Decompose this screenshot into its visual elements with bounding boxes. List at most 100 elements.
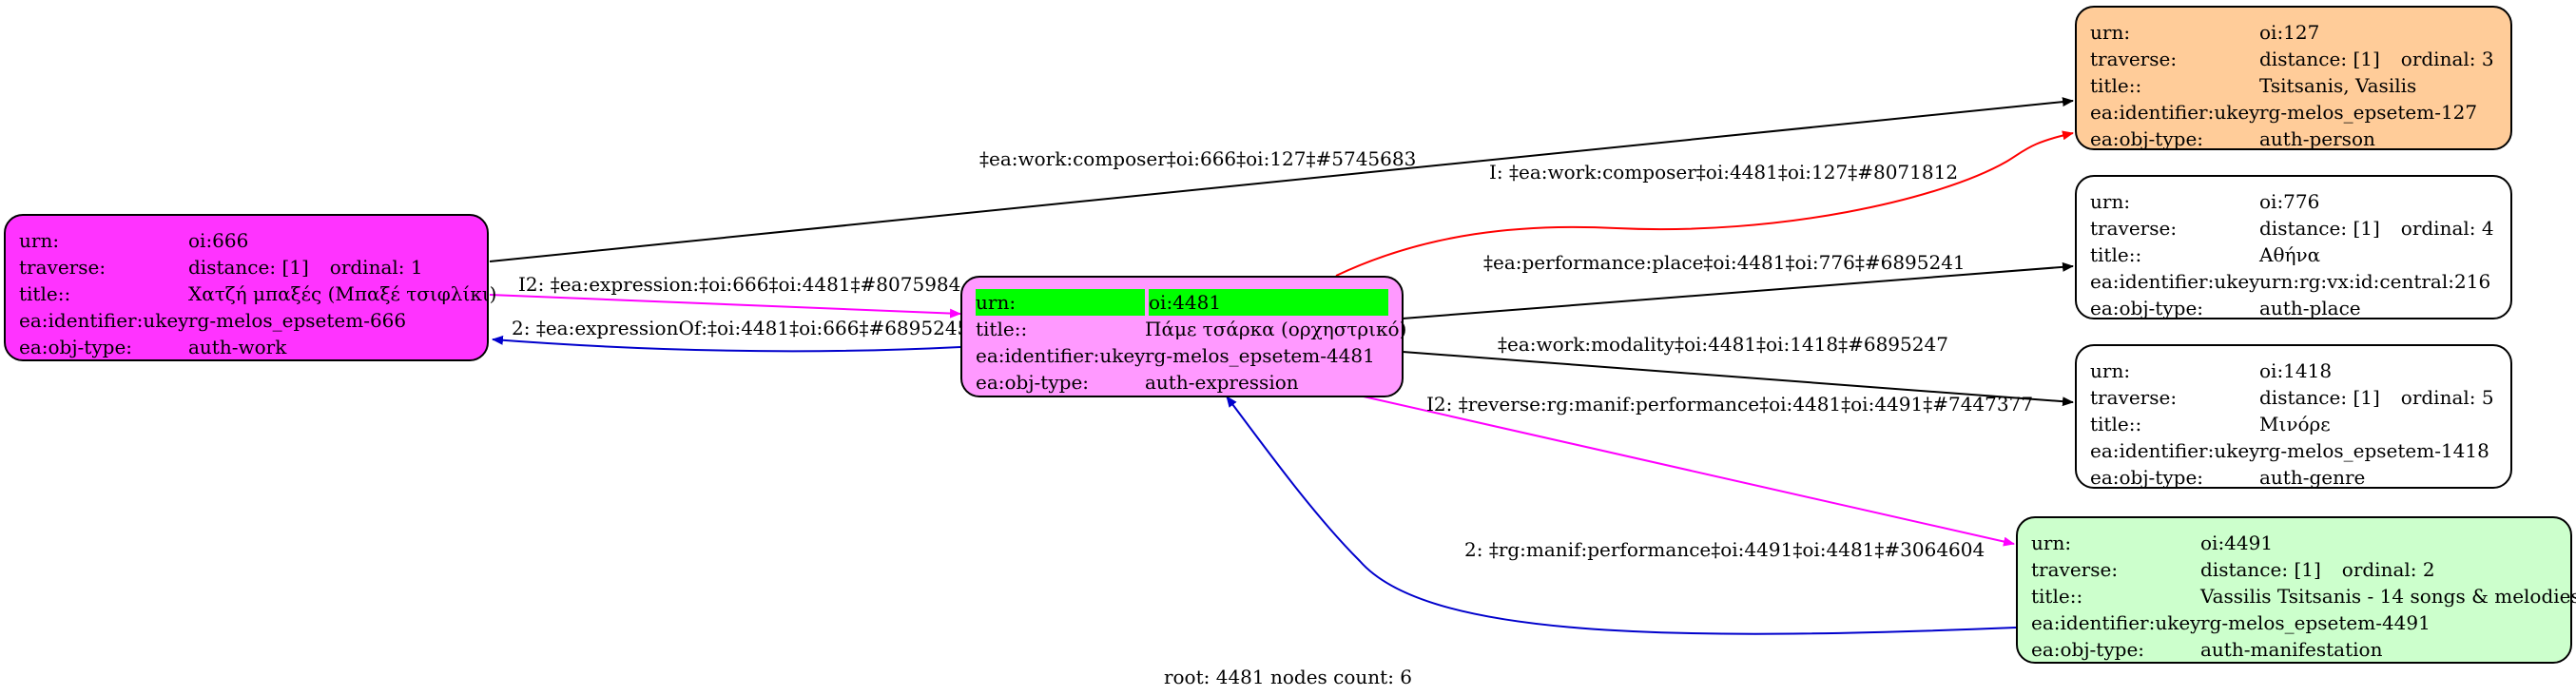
- distance-value: distance: [1]: [188, 256, 309, 279]
- edge-work-composer-4481: [1335, 130, 2074, 277]
- node-person-127[interactable]: urn:oi:127 traverse:distance: [1]ordinal…: [2075, 6, 2512, 150]
- ordinal-value: ordinal: 5: [2400, 386, 2494, 409]
- row-key: traverse:: [2090, 386, 2178, 409]
- edge-work-composer-666: [489, 97, 2074, 262]
- row-value: Tsitsanis, Vasilis: [2259, 74, 2417, 97]
- row-value: auth-expression: [1145, 371, 1299, 394]
- node-row-obj-type: ea:obj-type: auth-work: [19, 334, 474, 360]
- edge-label-expression-of: 2: ‡ea:expressionOf:‡oi:4481‡oi:666‡#689…: [512, 317, 969, 339]
- ordinal-value: ordinal: 4: [2400, 217, 2494, 240]
- row-key: ea:identifier:ukey: [19, 309, 189, 332]
- row-key: traverse:: [2090, 217, 2178, 240]
- node-manifestation-4491[interactable]: urn:oi:4491 traverse: distance: [1] ordina…: [2016, 516, 2576, 664]
- row-key: traverse:: [19, 256, 107, 279]
- row-value: distance: [1] ordinal: 4: [2259, 215, 2497, 242]
- row-key: ea:obj-type:: [19, 336, 133, 358]
- edge-reverse-manif-performance: [1354, 394, 2015, 547]
- row-key: ea:identifier:ukey: [2090, 270, 2260, 293]
- node-row-obj-type: ea:obj-type: auth-person: [2090, 126, 2497, 152]
- edge-label-reverse-manif-performance: I2: ‡reverse:rg:manif:performance‡oi:448…: [1426, 393, 2033, 416]
- row-value: Vassilis Tsitsanis - 14 songs & melodies: [2200, 585, 2576, 608]
- node-work-666[interactable]: urn: oi:666 traverse: distance: [1] ordinal…: [4, 214, 496, 361]
- distance-value: distance: [1]: [2200, 558, 2321, 581]
- edge-label-work-composer-4481: I: ‡ea:work:composer‡oi:4481‡oi:127‡#807…: [1489, 161, 1958, 184]
- row-key: urn:: [2090, 21, 2131, 44]
- edge-label-performance-place: ‡ea:performance:place‡oi:4481‡oi:776‡#68…: [1483, 251, 1966, 274]
- node-row-urn: urn: oi:666: [19, 227, 474, 254]
- edge-expression: [489, 294, 961, 319]
- row-key: ea:identifier:ukey: [2090, 101, 2260, 124]
- row-key: ea:obj-type:: [2090, 297, 2204, 319]
- row-key: title::: [976, 318, 1028, 340]
- row-value: auth-person: [2259, 127, 2375, 150]
- row-key: title::: [2031, 585, 2083, 608]
- row-value: Χατζή μπαξές (Μπαξέ τσιφλίκι): [188, 282, 497, 305]
- edge-label-work-modality: ‡ea:work:modality‡oi:4481‡oi:1418‡#68952…: [1498, 333, 1948, 356]
- node-expression-4481[interactable]: urn:oi:4481 title::Πάμε τσάρκα (ορχηστρι…: [960, 276, 1406, 397]
- row-value: rg-melos_epsetem-4491: [2200, 611, 2431, 634]
- edge-work-modality: [1402, 351, 2074, 407]
- row-key: ea:identifier:ukey: [2090, 439, 2260, 462]
- row-key: urn:: [976, 289, 1145, 316]
- ordinal-value: ordinal: 1: [329, 256, 423, 279]
- node-row-urn: urn: oi:127: [2090, 19, 2497, 46]
- node-row-traverse: traverse: distance: [1] ordinal: 5: [2090, 384, 2497, 411]
- node-row-title: title::Tsitsanis, Vasilis: [2090, 72, 2497, 99]
- ordinal-value: ordinal: 2: [2341, 558, 2435, 581]
- distance-value: distance: [1]: [2259, 217, 2380, 240]
- edge-manif-performance: [1226, 396, 2017, 635]
- row-key: ea:identifier:ukey: [976, 344, 1146, 367]
- node-row-obj-type: ea:obj-type: auth-expression: [976, 369, 1388, 396]
- node-row-urn: urn:oi:1418: [2090, 358, 2497, 384]
- node-row-urn: urn:oi:4491: [2031, 530, 2557, 556]
- row-value: auth-manifestation: [2200, 638, 2383, 661]
- row-value: rg-melos_epsetem-4481: [1145, 344, 1375, 367]
- row-value: rg-melos_epsetem-1418: [2259, 439, 2489, 462]
- node-row-title: title::Πάμε τσάρκα (ορχηστρικό): [976, 316, 1406, 342]
- row-value: auth-genre: [2259, 466, 2366, 489]
- node-row-traverse: traverse:distance: [1]ordinal: 3: [2090, 46, 2497, 72]
- edge-expression-of: [492, 335, 961, 353]
- node-row-urn: urn:oi:776: [2090, 188, 2497, 215]
- distance-value: distance: [1]: [2259, 48, 2380, 70]
- node-row-title: title::Μινόρε: [2090, 411, 2497, 437]
- edge-label-manif-performance: 2: ‡rg:manif:performance‡oi:4491‡oi:4481…: [1464, 538, 1985, 561]
- row-value: oi:4481: [1149, 289, 1388, 316]
- row-value: auth-place: [2259, 297, 2361, 319]
- edge-performance-place: [1402, 261, 2074, 319]
- distance-value: distance: [1]: [2259, 386, 2380, 409]
- ordinal-value: ordinal: 3: [2400, 48, 2494, 70]
- node-place-776[interactable]: urn:oi:776 traverse: distance: [1] ordinal…: [2075, 175, 2512, 319]
- node-row-traverse: traverse: distance: [1] ordinal: 4: [2090, 215, 2497, 242]
- row-value: distance: [1] ordinal: 2: [2200, 556, 2557, 583]
- row-key: traverse:: [2031, 558, 2119, 581]
- row-key: ea:obj-type:: [2090, 127, 2204, 150]
- row-value: distance: [1] ordinal: 1: [188, 254, 474, 280]
- row-key: urn:: [19, 229, 60, 252]
- row-key: ea:obj-type:: [976, 371, 1090, 394]
- row-value: oi:1418: [2259, 359, 2333, 382]
- row-value: Αθήνα: [2259, 243, 2321, 266]
- node-row-title: title::Vassilis Tsitsanis - 14 songs & m…: [2031, 583, 2576, 609]
- row-value: auth-work: [188, 336, 287, 358]
- row-value: oi:666: [188, 229, 249, 252]
- node-row-urn: urn:oi:4481: [976, 289, 1388, 316]
- row-value: oi:127: [2259, 21, 2320, 44]
- node-row-obj-type: ea:obj-type:auth-genre: [2090, 464, 2497, 491]
- graph-footer: root: 4481 nodes count: 6: [1163, 666, 1413, 688]
- node-row-title: title::Χατζή μπαξές (Μπαξέ τσιφλίκι): [19, 280, 496, 307]
- node-row-title: title::Αθήνα: [2090, 242, 2497, 268]
- edge-label-expression: I2: ‡ea:expression:‡oi:666‡oi:4481‡#8075…: [518, 273, 960, 296]
- row-key: urn:: [2090, 190, 2131, 213]
- node-row-obj-type: ea:obj-type: auth-place: [2090, 295, 2497, 321]
- row-key: urn:: [2031, 532, 2072, 554]
- node-genre-1418[interactable]: urn:oi:1418 traverse: distance: [1] ordina…: [2075, 344, 2512, 489]
- row-key: title::: [2090, 243, 2142, 266]
- row-value: Πάμε τσάρκα (ορχηστρικό): [1145, 318, 1407, 340]
- node-row-traverse: traverse: distance: [1] ordinal: 1: [19, 254, 474, 280]
